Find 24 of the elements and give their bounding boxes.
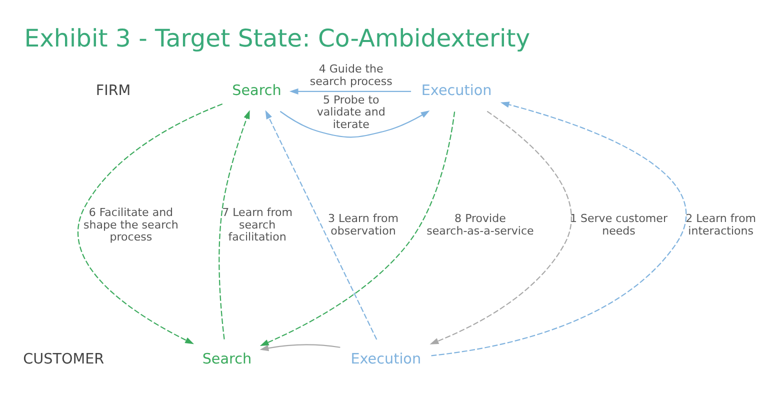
edge-label: 2 Learn from interactions [685,212,756,238]
arrow [279,110,430,138]
edge-label: 7 Learn from search facilitation [222,206,292,244]
edge-label: 4 Guide the search process [309,62,392,88]
edge-label: 5 Probe to validate and iterate [316,94,385,131]
edge-label: 6 Facilitate and shape the search process [82,206,178,244]
arrow [430,102,686,356]
label: CUSTOMER [22,351,104,368]
label: FIRM [95,83,130,100]
edge-label: 8 Provide search-as-a-service [426,212,534,238]
arrow [259,344,340,352]
arrow [259,112,455,346]
node-text: Execution [350,351,421,368]
arrow [264,110,377,340]
edge-label: 3 Learn from observation [328,212,398,238]
arrow [288,88,411,95]
node-text: Execution [420,83,492,100]
diagram-title: Exhibit 3 - Target State: Co-Ambidexterity [24,23,530,52]
node-text: Search [202,351,252,368]
node-text: Search [232,83,281,100]
arrow [77,104,222,344]
arrow [218,110,250,340]
edge-label: 1 Serve customer needs [569,212,667,238]
arrow [429,110,572,344]
